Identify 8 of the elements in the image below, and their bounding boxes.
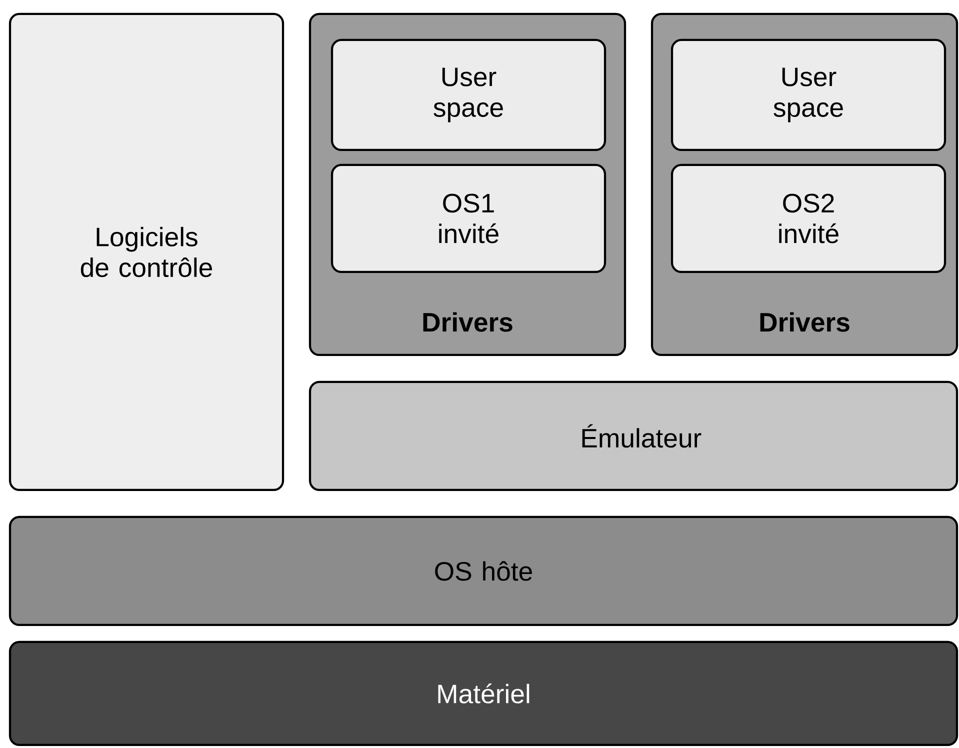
layer-box: User space: [330, 38, 606, 152]
layer-box: User space: [670, 38, 946, 152]
layer-box: OS hôte: [8, 516, 958, 626]
layer-box: Matériel: [8, 640, 958, 746]
layer-box: OS1 invité: [330, 164, 606, 274]
layer-box: Émulateur: [308, 380, 958, 492]
layer-box: OS2 invité: [670, 164, 946, 274]
layer-box: Logiciels de contrôle: [8, 12, 284, 492]
